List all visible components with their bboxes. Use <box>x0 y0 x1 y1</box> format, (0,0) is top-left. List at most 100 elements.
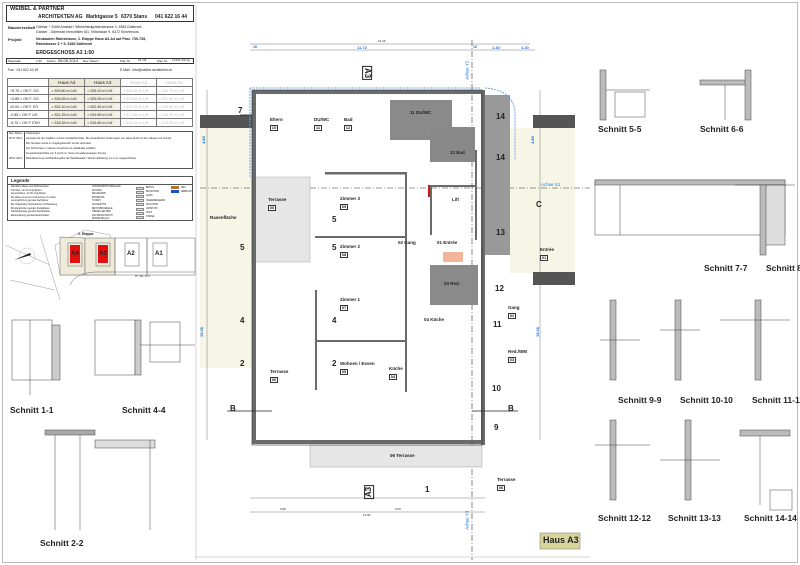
rev-text: Hinweise für den Statiker und den Sanitä… <box>26 137 172 140</box>
north-arrow-icon <box>18 247 36 265</box>
plan-no-label-1: Plan Nr. <box>120 58 131 63</box>
fax: Fax : 041 622 16 45 <box>8 68 39 72</box>
room-name: Eltern <box>270 117 283 122</box>
room-name: Küche <box>389 366 403 371</box>
legend-note: Sanitärapparate gemäss Sanitärplaner <box>11 211 51 214</box>
section-marker: 2 <box>332 359 337 368</box>
room-number: 09 <box>340 203 348 211</box>
room-label: Red./WM 03 <box>508 349 527 364</box>
section-label: Schnitt 11-11 <box>752 395 800 405</box>
legend-material: LEHM <box>136 194 165 198</box>
room-label: 06 Terrasse <box>390 453 415 459</box>
table-row: ±0.00 = OK F. EG= 524.10 m ü.M= 522.40 m… <box>6 102 193 111</box>
legend-abbreviation: BODENSPF <box>92 196 105 199</box>
room-label: Eltern 10 <box>270 117 283 132</box>
room-label: 11 DU/WC <box>410 110 432 116</box>
dim-side-left: 4.85 <box>200 136 206 144</box>
section-label: Schnitt 5-5 <box>598 124 642 134</box>
section-marker: 11 <box>493 320 502 329</box>
legend-abbreviation: BETONBODENELE <box>92 207 113 210</box>
room-name: Rasenfläche <box>210 215 237 220</box>
room-number: 11 <box>314 124 322 132</box>
section-label: Schnitt 2-2 <box>40 538 84 548</box>
room-name: 06 Terrasse <box>390 453 415 458</box>
site-stage-label: 2. Etappe <box>78 232 94 236</box>
section-marker: C <box>536 200 542 209</box>
section-marker: 5 <box>332 215 337 224</box>
room-name: 11 DU/WC <box>410 110 432 115</box>
room-number: 06 <box>497 484 505 492</box>
room-name: 02 Gang <box>398 240 416 245</box>
site-label-a1: A1 <box>155 251 163 257</box>
room-name: DU/WC <box>314 117 330 122</box>
section-marker: 2 <box>240 359 245 368</box>
room-label: 01 Entrée <box>437 240 457 246</box>
site-label-a3: A3 <box>99 251 107 257</box>
site-house-a2 <box>124 242 140 267</box>
section-marker: 13 <box>496 228 505 237</box>
dim-left: 16 <box>253 45 257 49</box>
legend-abbreviation: VORANDROHTUNRELLEN <box>92 186 121 188</box>
dim-height-left: 15.06 <box>199 326 205 338</box>
room-number: 08 <box>340 251 348 259</box>
legend-abbreviation: DECKENSPF <box>92 193 107 196</box>
legend-swatch-abbruch <box>171 190 179 193</box>
legend-material: HOLZ <box>136 211 165 215</box>
material-swatch <box>136 195 144 198</box>
legend-note: Die Masse sind vom Unternehmer zu prüfen <box>11 196 56 199</box>
firm-name: WEIBEL & PARTNER <box>10 6 65 12</box>
room-number: 04 <box>389 373 397 381</box>
section-marker: 10 <box>492 384 501 393</box>
material-swatch <box>136 203 144 207</box>
legend-abbreviation: STUETZ <box>92 200 101 203</box>
client-line-2: Ganser - Odermatt Immobilien AG, Tellstr… <box>36 30 139 34</box>
site-house-a3 <box>98 245 108 263</box>
room-number: 02 <box>508 312 516 320</box>
email: E-Mail : info@weibel-architektur.ch <box>120 68 173 72</box>
room-number: 10 <box>270 124 278 132</box>
revisions-table: Rev. Datum Änderungen 20.07.2014 Hinweis… <box>7 131 193 169</box>
room-name: Bad <box>344 117 353 122</box>
room-name: 04 Küche <box>424 317 445 322</box>
site-parcel: Pf. 729 / 22.3 <box>135 275 150 278</box>
room-label: 03 Red. <box>444 281 461 287</box>
section-label: Schnitt 13-13 <box>668 513 721 523</box>
section-marker: 1 <box>425 485 430 494</box>
rev-text: Bohrabrenzung und Belüftungsfrei der Wes… <box>26 157 137 160</box>
project-line-1: Neubauten Rainstrasse, 2. Etappe Haus A3… <box>36 37 147 41</box>
axis-y3-label: Achse Y3 <box>464 510 470 530</box>
room-name: Zimmer 3 <box>340 196 361 201</box>
plan-no-label-2: Plan Nr. <box>157 58 168 63</box>
room-number: 03 <box>508 356 516 364</box>
rev-date: 28.07.2014 <box>9 157 22 160</box>
section-label: Schnitt 14-14 <box>744 513 797 523</box>
material-swatch <box>136 190 144 194</box>
room-number: 06 <box>268 204 276 212</box>
legend-note: Brüstungshöhen gemäss Detailplänen <box>11 207 50 210</box>
section-marker: B <box>230 404 236 413</box>
material-swatch <box>136 207 144 211</box>
room-label: 02 Gang <box>398 240 416 246</box>
room-label: 12 Bad <box>450 150 465 156</box>
section-label: Schnitt 8-8 <box>766 263 800 273</box>
rev-text: Der Schutzraum in diesem Geschoss ist vo… <box>26 147 96 150</box>
room-name: Red./WM <box>508 349 527 354</box>
room-number: 12 <box>344 124 352 132</box>
legend-material: GIPSPUTZ <box>136 207 165 211</box>
legend-abbreviation: SCHAECHTE <box>92 203 107 206</box>
site-house-a1 <box>152 242 168 267</box>
legend-color-label: NEU <box>181 186 186 189</box>
rev-changes-header: Änderungen <box>26 132 41 135</box>
room-name: Zimmer 1 <box>340 297 361 302</box>
firm-line: ARCHITEKTEN AG <box>38 14 83 20</box>
firm-city: 6370 Stans <box>121 14 148 20</box>
room-name: Terrasse <box>268 197 287 202</box>
legend-abbreviation: OBERFLAECHEN <box>92 211 111 214</box>
room-name: 03 Red. <box>444 281 461 286</box>
room-name: Wohnen / Essen <box>340 361 375 366</box>
